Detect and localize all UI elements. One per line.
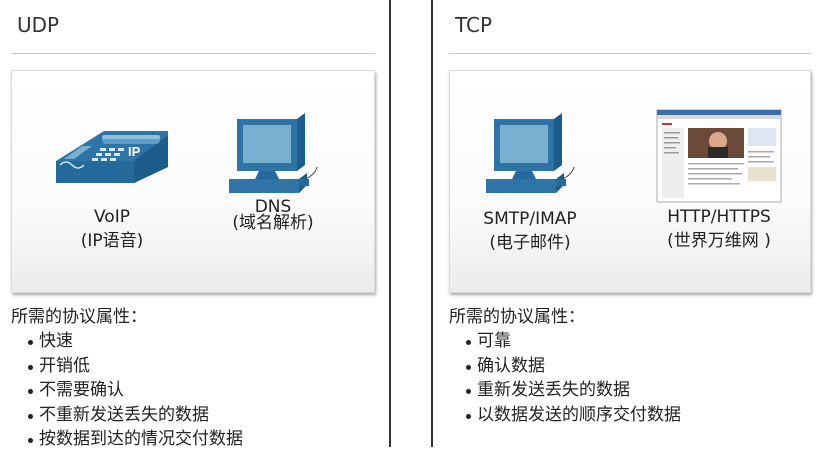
web-page-icon: [656, 109, 782, 203]
list-item: 开销低: [11, 354, 243, 379]
svg-text:IP: IP: [128, 144, 141, 159]
list-item: 以数据发送的顺序交付数据: [449, 403, 681, 428]
smtp-imap-item: SMTP/IMAP (电子邮件): [468, 113, 592, 255]
list-item: 可靠: [449, 329, 681, 354]
smtp-imap-label: SMTP/IMAP: [483, 209, 577, 229]
ip-phone-icon: IP: [56, 131, 168, 183]
list-item: 确认数据: [449, 354, 681, 379]
voip-desc: (IP语音): [80, 231, 144, 251]
tcp-properties-heading: 所需的协议属性：: [449, 307, 585, 327]
http-https-desc: (世界万维网 ): [667, 231, 771, 251]
divider-left: [389, 0, 391, 447]
voip-label: VoIP: [94, 207, 130, 227]
tcp-properties: 所需的协议属性： 可靠 确认数据 重新发送丢失的数据 以数据发送的顺序交付数据: [449, 305, 681, 427]
divider-right: [431, 0, 433, 447]
tcp-apps-card: SMTP/IMAP (电子邮件) HTTP/HTTPS (世界万维网 ): [449, 70, 811, 293]
list-item: 不重新发送丢失的数据: [11, 403, 243, 428]
http-https-item: HTTP/HTTPS (世界万维网 ): [646, 109, 792, 253]
tcp-panel: TCP SMTP/IMAP (电子邮件): [449, 0, 811, 447]
dns-item: DNS (域名解析): [215, 113, 331, 235]
udp-properties-heading: 所需的协议属性：: [11, 307, 147, 327]
tcp-title: TCP: [455, 13, 493, 37]
list-item: 快速: [11, 329, 243, 354]
udp-title-rule: [11, 53, 375, 54]
tcp-title-rule: [449, 53, 811, 54]
voip-item: IP VoIP (IP语音): [42, 123, 182, 253]
list-item: 按数据到达的情况交付数据: [11, 427, 243, 452]
udp-properties: 所需的协议属性： 快速 开销低 不需要确认 不重新发送丢失的数据 按数据到达的情…: [11, 305, 243, 452]
list-item: 不需要确认: [11, 378, 243, 403]
dns-desc: (域名解析): [232, 213, 314, 233]
udp-apps-card: IP VoIP (IP语音) DNS (域名解析): [11, 70, 375, 293]
dns-label: DNS: [254, 197, 292, 217]
udp-panel: UDP IP: [11, 0, 375, 449]
http-https-label: HTTP/HTTPS: [667, 207, 771, 227]
smtp-imap-desc: (电子邮件): [489, 233, 571, 253]
list-item: 重新发送丢失的数据: [449, 378, 681, 403]
udp-title: UDP: [17, 13, 60, 37]
desktop-computer-icon: [229, 113, 318, 193]
desktop-computer-icon: [486, 113, 575, 193]
